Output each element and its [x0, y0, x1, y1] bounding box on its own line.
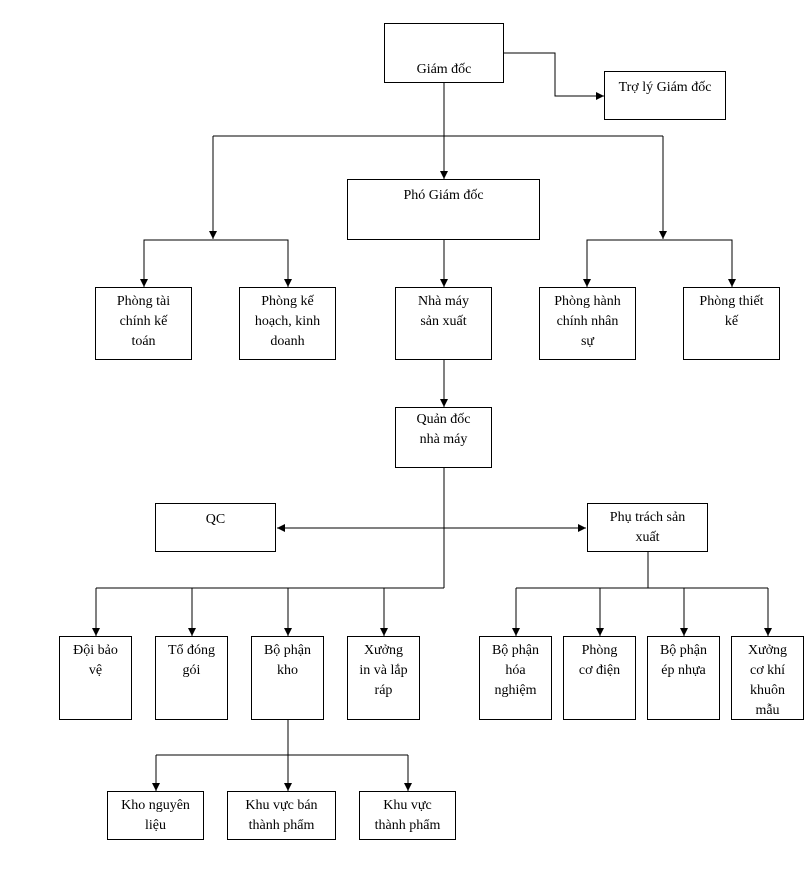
- node-finished-goods-area: Khu vực thành phẩm: [359, 791, 456, 840]
- node-security-team: Đội bảo vệ: [59, 636, 132, 720]
- node-finance-dept: Phòng tài chính kế toán: [95, 287, 192, 360]
- node-lab-dept: Bộ phận hóa nghiệm: [479, 636, 552, 720]
- connector-director-assistant: [503, 52, 604, 100]
- node-hr-admin-dept: Phòng hành chính nhân sự: [539, 287, 636, 360]
- node-semi-finished-area: Khu vực bán thành phẩm: [227, 791, 336, 840]
- node-electromech-room: Phòng cơ điện: [563, 636, 636, 720]
- connector-right-branch: [586, 239, 733, 287]
- node-plastic-molding-dept: Bộ phận ép nhựa: [647, 636, 720, 720]
- connector-left-branch: [143, 239, 289, 287]
- node-deputy-director: Phó Giám đốc: [347, 179, 540, 240]
- node-mold-workshop: Xưởng cơ khí khuôn mẫu: [731, 636, 804, 720]
- node-production-manager: Phụ trách sản xuất: [587, 503, 708, 552]
- node-production-factory: Nhà máy sản xuất: [395, 287, 492, 360]
- node-qc: QC: [155, 503, 276, 552]
- node-director-assistant: Trợ lý Giám đốc: [604, 71, 726, 120]
- node-director: Giám đốc: [384, 23, 504, 83]
- node-planning-dept: Phòng kế hoạch, kinh doanh: [239, 287, 336, 360]
- node-design-dept: Phòng thiết kế: [683, 287, 780, 360]
- node-warehouse-dept: Bộ phận kho: [251, 636, 324, 720]
- node-factory-foreman: Quản đốc nhà máy: [395, 407, 492, 468]
- node-raw-material-store: Kho nguyên liệu: [107, 791, 204, 840]
- node-packing-team: Tổ đóng gói: [155, 636, 228, 720]
- node-print-assembly-workshop: Xưởng in và lắp ráp: [347, 636, 420, 720]
